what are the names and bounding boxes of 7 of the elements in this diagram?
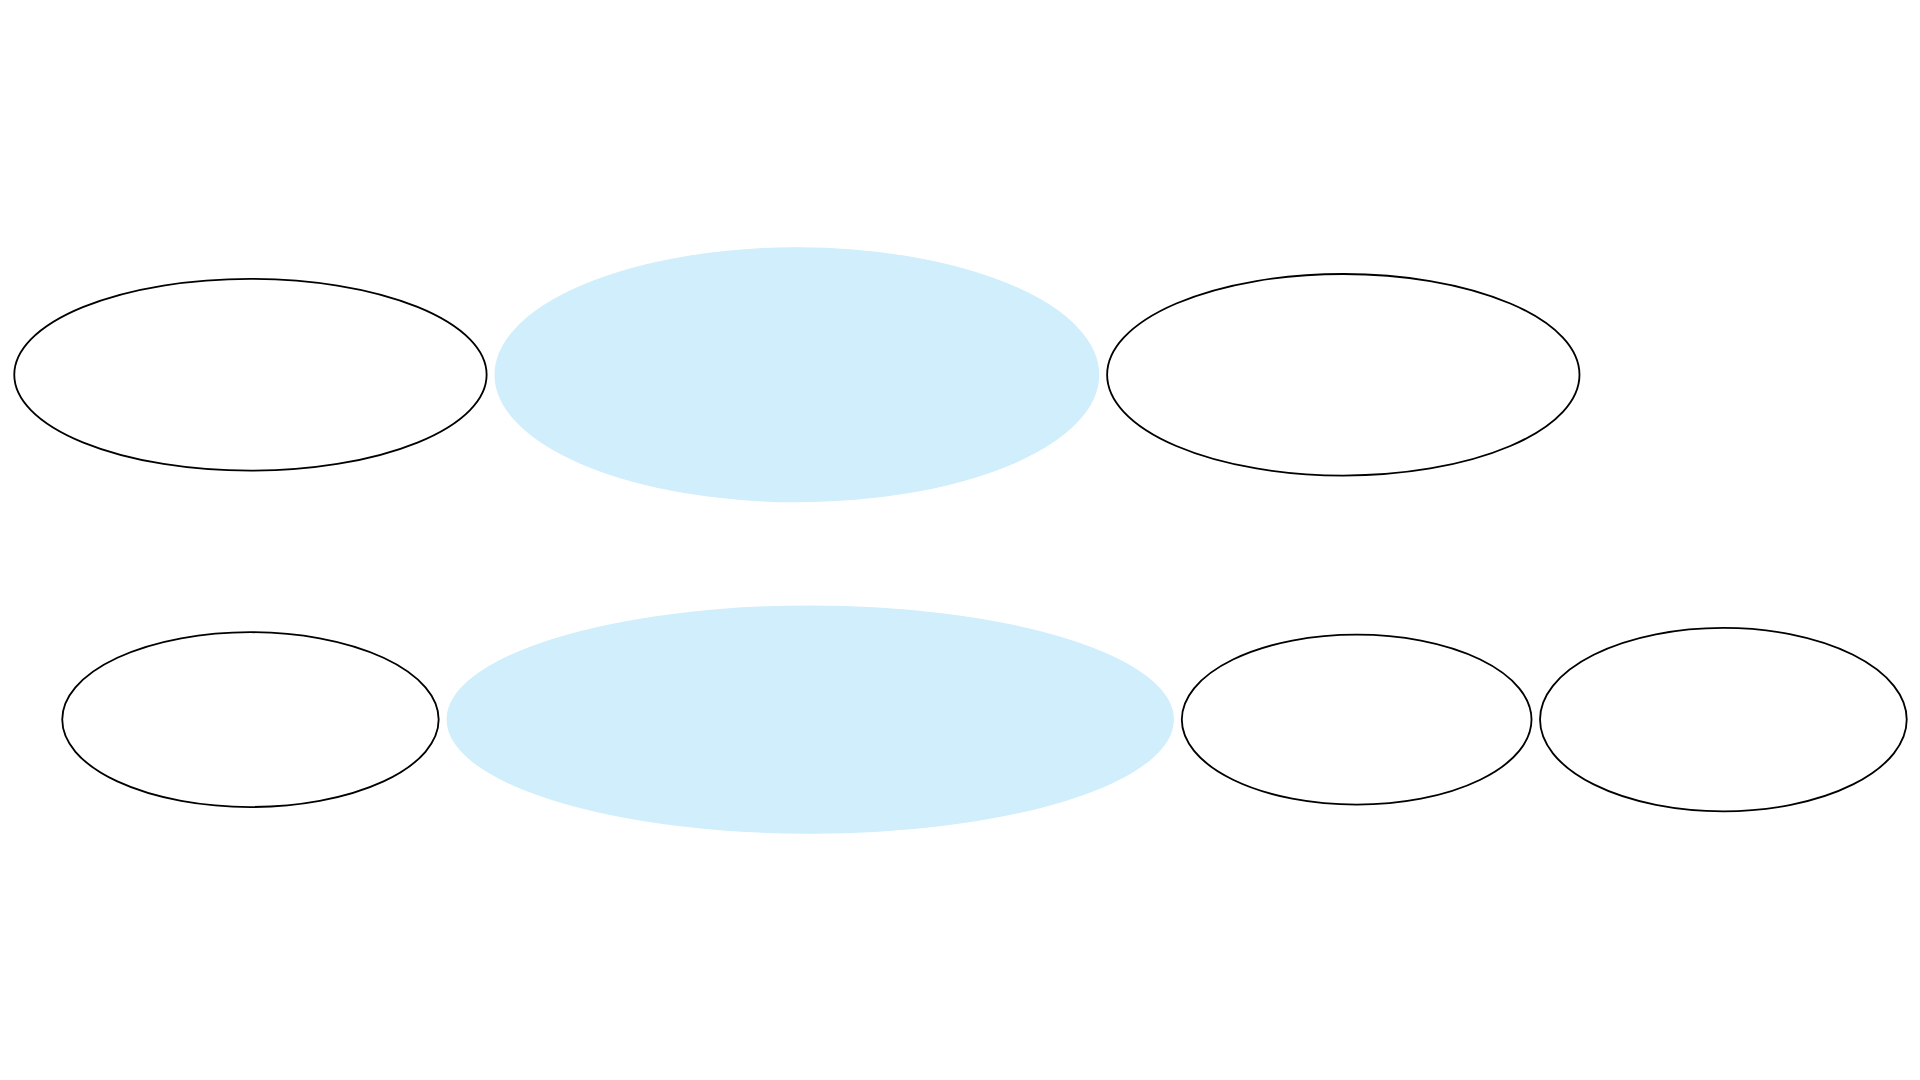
- node-ellipse: [494, 246, 1099, 502]
- node-ellipse: [1180, 633, 1532, 805]
- node-ellipse: [1105, 272, 1580, 476]
- node-ellipse: [446, 604, 1174, 834]
- node-ellipse: [1538, 626, 1908, 812]
- node-ellipse: [12, 277, 488, 472]
- node-ellipse: [60, 630, 440, 808]
